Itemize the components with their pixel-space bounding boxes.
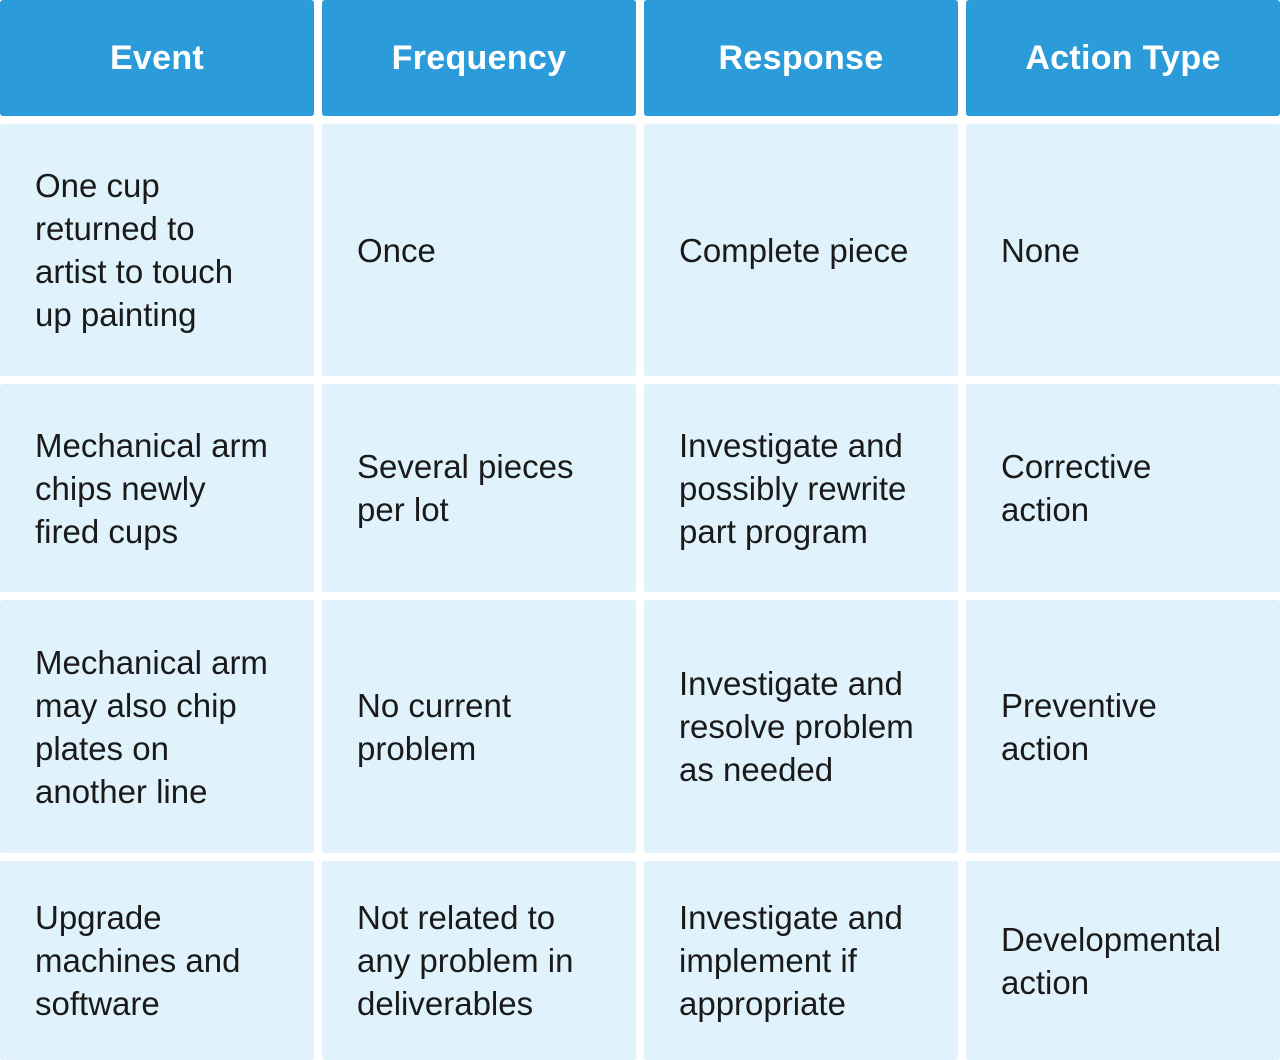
cell-row3-response: Investigate and resolve problem as neede… — [644, 600, 958, 853]
cell-row1-action-type: None — [966, 124, 1280, 376]
cell-row1-frequency: Once — [322, 124, 636, 376]
cell-row1-event: One cup returned to artist to touch up p… — [0, 124, 314, 376]
cell-row4-event: Upgrade machines and software — [0, 861, 314, 1060]
cell-row1-response: Complete piece — [644, 124, 958, 376]
cell-row2-action-type: Corrective action — [966, 384, 1280, 592]
cell-row4-frequency: Not related to any problem in deliverabl… — [322, 861, 636, 1060]
column-header-event: Event — [0, 0, 314, 116]
cell-row3-frequency: No current problem — [322, 600, 636, 853]
cell-row4-action-type: Developmental action — [966, 861, 1280, 1060]
column-header-frequency: Frequency — [322, 0, 636, 116]
column-header-action-type: Action Type — [966, 0, 1280, 116]
column-header-response: Response — [644, 0, 958, 116]
cell-row2-response: Investigate and possibly rewrite part pr… — [644, 384, 958, 592]
cell-row4-response: Investigate and implement if appropriate — [644, 861, 958, 1060]
cell-row3-action-type: Preventive action — [966, 600, 1280, 853]
cell-row2-frequency: Several pieces per lot — [322, 384, 636, 592]
cell-row3-event: Mechanical arm may also chip plates on a… — [0, 600, 314, 853]
cell-row2-event: Mechanical arm chips newly fired cups — [0, 384, 314, 592]
